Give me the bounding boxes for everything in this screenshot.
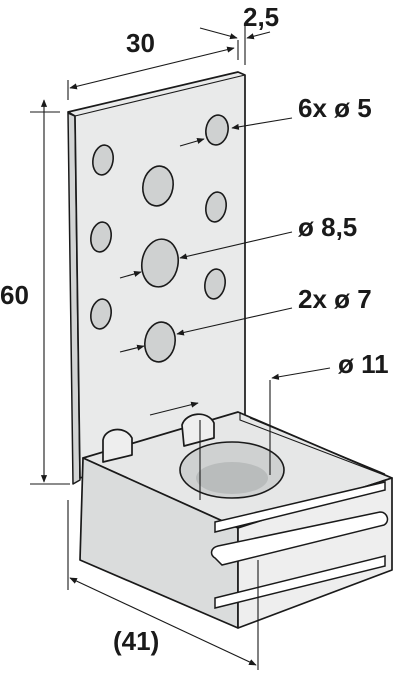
label-dim-2-5: 2,5 bbox=[243, 2, 279, 32]
dimension-labels: 30 2,5 60 6x ø 5 ø 8,5 2x ø 7 ø 11 (41) bbox=[0, 2, 389, 656]
dim-30-line bbox=[69, 46, 235, 90]
label-dim-41: (41) bbox=[113, 626, 159, 656]
top-rail-edge bbox=[239, 412, 393, 479]
dim-41-line bbox=[69, 577, 257, 666]
leader-6x-5 bbox=[231, 117, 293, 130]
middle-slot bbox=[210, 511, 389, 566]
base-block bbox=[79, 411, 393, 629]
upper-slot bbox=[214, 481, 386, 533]
rear-rib-right bbox=[181, 413, 215, 447]
dim-2-5-line bbox=[199, 27, 238, 40]
small-hole-left-1 bbox=[92, 144, 114, 176]
label-dia-11: ø 11 bbox=[338, 349, 389, 379]
small-hole-left-3 bbox=[90, 298, 112, 330]
plate-holes bbox=[90, 114, 229, 363]
center-bore-inner bbox=[196, 462, 268, 494]
label-dim-30: 30 bbox=[126, 28, 155, 58]
rear-rib-left bbox=[102, 428, 133, 463]
leader-11 bbox=[271, 367, 331, 380]
leader-8-5 bbox=[179, 231, 293, 260]
large-hole-center bbox=[140, 238, 180, 288]
medium-hole-lower bbox=[144, 321, 176, 363]
small-hole-right-3 bbox=[204, 268, 226, 300]
small-hole-right-2 bbox=[205, 191, 227, 223]
small-hole-left-2 bbox=[90, 221, 112, 253]
label-dia-8-5: ø 8,5 bbox=[298, 212, 357, 242]
dimension-lines bbox=[30, 25, 331, 670]
label-dim-60: 60 bbox=[0, 280, 29, 310]
label-2x-dia-7: 2x ø 7 bbox=[298, 284, 372, 314]
small-hole-top-right bbox=[205, 114, 229, 146]
leader-2x-7 bbox=[176, 307, 293, 336]
top-rail-line bbox=[249, 417, 386, 475]
label-6x-dia-5: 6x ø 5 bbox=[298, 93, 372, 123]
medium-hole-upper bbox=[142, 165, 174, 207]
